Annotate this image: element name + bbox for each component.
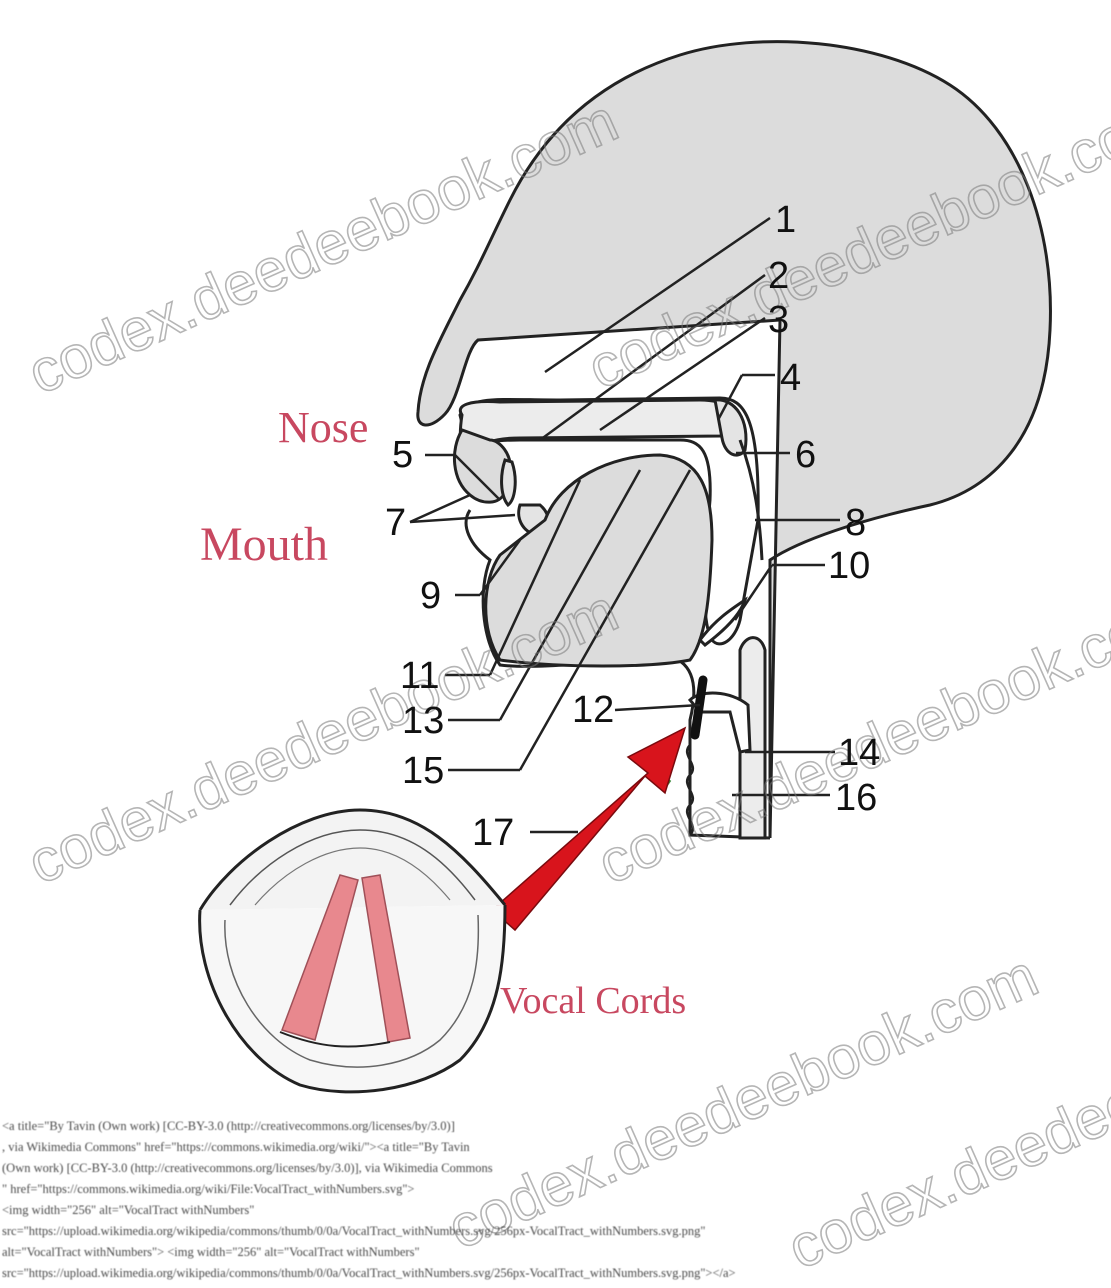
attribution-line: alt="VocalTract withNumbers"> <img width…	[2, 1242, 1092, 1263]
label-12: 12	[572, 689, 614, 731]
attribution-text: <a title="By Tavin (Own work) [CC-BY-3.0…	[2, 1116, 1092, 1284]
label-17: 17	[472, 812, 514, 854]
label-13: 13	[402, 700, 444, 742]
label-14: 14	[838, 732, 880, 774]
label-15: 15	[402, 750, 444, 792]
label-11: 11	[400, 655, 439, 697]
label-nose: Nose	[278, 403, 368, 452]
label-2: 2	[768, 255, 789, 297]
label-9: 9	[420, 575, 441, 617]
label-5: 5	[392, 434, 413, 476]
attribution-line: " href="https://commons.wikimedia.org/wi…	[2, 1179, 1092, 1200]
label-8: 8	[845, 502, 866, 544]
label-10: 10	[828, 545, 870, 587]
vocal-cords-illustration	[200, 810, 505, 1092]
label-1: 1	[775, 199, 796, 241]
attribution-line: , via Wikimedia Commons" href="https://c…	[2, 1137, 1092, 1158]
upper-teeth	[502, 460, 516, 505]
attribution-line: src="https://upload.wikimedia.org/wikipe…	[2, 1263, 1092, 1284]
label-6: 6	[795, 434, 816, 476]
label-16: 16	[835, 777, 877, 819]
attribution-line: src="https://upload.wikimedia.org/wikipe…	[2, 1221, 1092, 1242]
attribution-line: <a title="By Tavin (Own work) [CC-BY-3.0…	[2, 1116, 1092, 1137]
label-4: 4	[780, 357, 801, 399]
attribution-line: (Own work) [CC-BY-3.0 (http://creativeco…	[2, 1158, 1092, 1179]
label-vocal-cords: Vocal Cords	[500, 980, 686, 1022]
label-3: 3	[768, 299, 789, 341]
vocal-folds-mark	[695, 680, 703, 735]
attribution-line: <img width="256" alt="VocalTract withNum…	[2, 1200, 1092, 1221]
label-7: 7	[385, 502, 406, 544]
label-mouth: Mouth	[200, 518, 328, 571]
